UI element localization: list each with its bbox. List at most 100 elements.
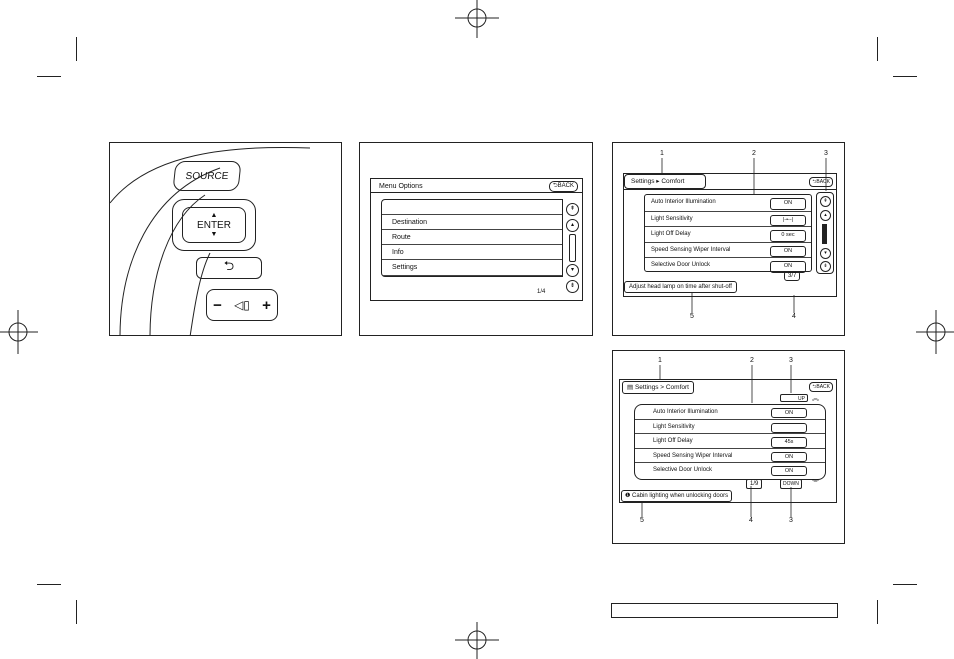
setting-label: Light Sensitivity <box>651 215 693 222</box>
setting-value[interactable]: |-•--| <box>770 214 806 227</box>
setting-label: Speed Sensing Wiper Interval <box>653 452 733 459</box>
settings-icon: ▤ <box>627 384 635 391</box>
back-button[interactable]: ⮌ <box>196 257 262 279</box>
enter-button[interactable]: ▲ ENTER ▼ <box>172 199 256 251</box>
callout-1: 1 <box>660 150 664 157</box>
back-label: BACK <box>816 179 830 185</box>
callout-1: 1 <box>658 357 662 364</box>
down-arrow-icon: ▼ <box>210 230 218 238</box>
up-button[interactable]: UP <box>780 394 808 402</box>
footer-box <box>611 603 838 618</box>
setting-row[interactable]: Speed Sensing Wiper Interval ON <box>645 241 811 258</box>
callout-2: 2 <box>750 357 754 364</box>
list-item[interactable]: Info <box>382 244 562 260</box>
setting-value[interactable]: ON <box>771 408 807 419</box>
callout-3: 3 <box>824 150 828 157</box>
page-down-icon[interactable]: ︾ <box>812 480 819 487</box>
list-item[interactable]: Destination <box>382 214 562 230</box>
back-icon: ⮌ <box>812 384 817 390</box>
page-up-fast-icon[interactable]: ⇞ <box>820 196 831 207</box>
callout-5: 5 <box>690 313 694 320</box>
setting-value[interactable]: ON <box>770 198 806 210</box>
setting-value[interactable]: ON <box>771 465 807 476</box>
status-message: Adjust head lamp on time after shut-off <box>624 281 737 293</box>
page-indicator: 1/9 <box>746 479 763 489</box>
setting-row[interactable]: Light Sensitivity |-•--| <box>645 210 811 227</box>
info-icon: ❶ <box>625 493 633 499</box>
page-down-fast-icon[interactable]: ⇟ <box>566 280 579 293</box>
callout-lines <box>661 158 827 313</box>
scroll-down-icon[interactable]: ▾ <box>566 264 579 277</box>
menu-options-figure: Menu Options ⮌BACK Destination Route Inf… <box>359 142 593 336</box>
scroll-rail: ⇞ ▴ ▾ ⇟ <box>816 192 834 274</box>
back-label: BACK <box>557 183 574 189</box>
setting-value[interactable] <box>771 423 807 434</box>
setting-value[interactable]: ON <box>770 261 806 273</box>
setting-label: Light Sensitivity <box>653 424 695 431</box>
setting-value[interactable]: 45s <box>771 437 807 448</box>
comfort-screen: Settings ▸ Comfort ⮌BACK Auto Interior I… <box>623 173 837 297</box>
page-up-fast-icon[interactable]: ⇞ <box>566 203 579 216</box>
page-up-icon[interactable]: ︽ <box>812 395 819 402</box>
breadcrumb: ▤ Settings > Comfort <box>622 381 694 394</box>
callout-4: 4 <box>749 517 753 524</box>
page-indicator: 3/7 <box>784 271 801 281</box>
setting-row[interactable]: Speed Sensing Wiper Interval ON <box>635 447 825 462</box>
scrollbar-thumb[interactable] <box>822 224 827 244</box>
menu-screen: Menu Options ⮌BACK Destination Route Inf… <box>370 178 583 301</box>
comfort-settings-figure-b: 1 2 3 ▤ Settings > Comfort ⮌BACK UP ︽ Au… <box>612 350 845 544</box>
setting-value[interactable]: ON <box>770 245 806 258</box>
breadcrumb: Settings ▸ Comfort <box>624 174 706 189</box>
list-item[interactable]: Route <box>382 229 562 245</box>
down-button[interactable]: DOWN <box>780 479 802 489</box>
comfort-screen: ▤ Settings > Comfort ⮌BACK UP ︽ Auto Int… <box>619 379 837 503</box>
back-button[interactable]: ⮌BACK <box>548 181 578 192</box>
setting-row[interactable]: Light Off Delay 45s <box>635 433 825 448</box>
source-button[interactable]: SOURCE <box>172 161 242 191</box>
setting-value[interactable]: ON <box>771 451 807 462</box>
plus-icon: + <box>262 296 271 314</box>
list-item[interactable]: Settings <box>382 259 562 276</box>
back-icon: ⮌ <box>812 179 817 185</box>
setting-row[interactable]: Light Sensitivity <box>635 419 825 434</box>
status-text: Cabin lighting when unlocking doors <box>632 493 729 499</box>
breadcrumb-text: Settings > Comfort <box>634 384 689 391</box>
setting-row[interactable]: Light Off Delay 0 sec <box>645 226 811 242</box>
setting-label: Auto Interior Illumination <box>653 409 718 415</box>
setting-label: Light Off Delay <box>651 231 691 238</box>
setting-label: Selective Door Unlock <box>653 466 713 473</box>
setting-label: Speed Sensing Wiper Interval <box>651 246 731 253</box>
scroll-down-icon[interactable]: ▾ <box>820 248 831 259</box>
back-label: BACK <box>816 384 830 390</box>
menu-list: Destination Route Info Settings <box>381 199 563 277</box>
callout-3: 3 <box>789 517 793 524</box>
volume-button[interactable]: − ◁▯ + <box>206 289 278 321</box>
steering-controls-figure: SOURCE ▲ ENTER ▼ ⮌ − ◁▯ + <box>109 142 342 336</box>
callout-2: 2 <box>752 150 756 157</box>
source-label: SOURCE <box>185 170 229 182</box>
callout-5: 5 <box>640 517 644 524</box>
scroll-up-icon[interactable]: ▴ <box>820 210 831 221</box>
back-arrow-icon: ⮌ <box>223 258 235 273</box>
setting-value[interactable]: 0 sec <box>770 230 806 242</box>
comfort-settings-figure-a: 1 2 3 Settings ▸ Comfort ⮌BACK Auto Inte… <box>612 142 845 336</box>
speaker-icon: ◁▯ <box>234 298 250 312</box>
setting-row[interactable]: Auto Interior Illumination ON <box>635 405 825 419</box>
setting-row[interactable]: Selective Door Unlock ON <box>635 461 825 476</box>
page-indicator: 1/4 <box>537 289 546 295</box>
setting-label: Light Off Delay <box>653 438 693 445</box>
back-icon: ⮌ <box>552 183 558 189</box>
status-message: ❶ Cabin lighting when unlocking doors <box>621 490 733 502</box>
scroll-up-icon[interactable]: ▴ <box>566 219 579 232</box>
callout-4: 4 <box>792 313 796 320</box>
back-button[interactable]: ⮌BACK <box>809 177 833 187</box>
back-button[interactable]: ⮌BACK <box>809 382 833 392</box>
scrollbar[interactable] <box>569 234 576 262</box>
steering-controls-drawing <box>110 146 311 335</box>
page-down-fast-icon[interactable]: ⇟ <box>820 261 831 272</box>
